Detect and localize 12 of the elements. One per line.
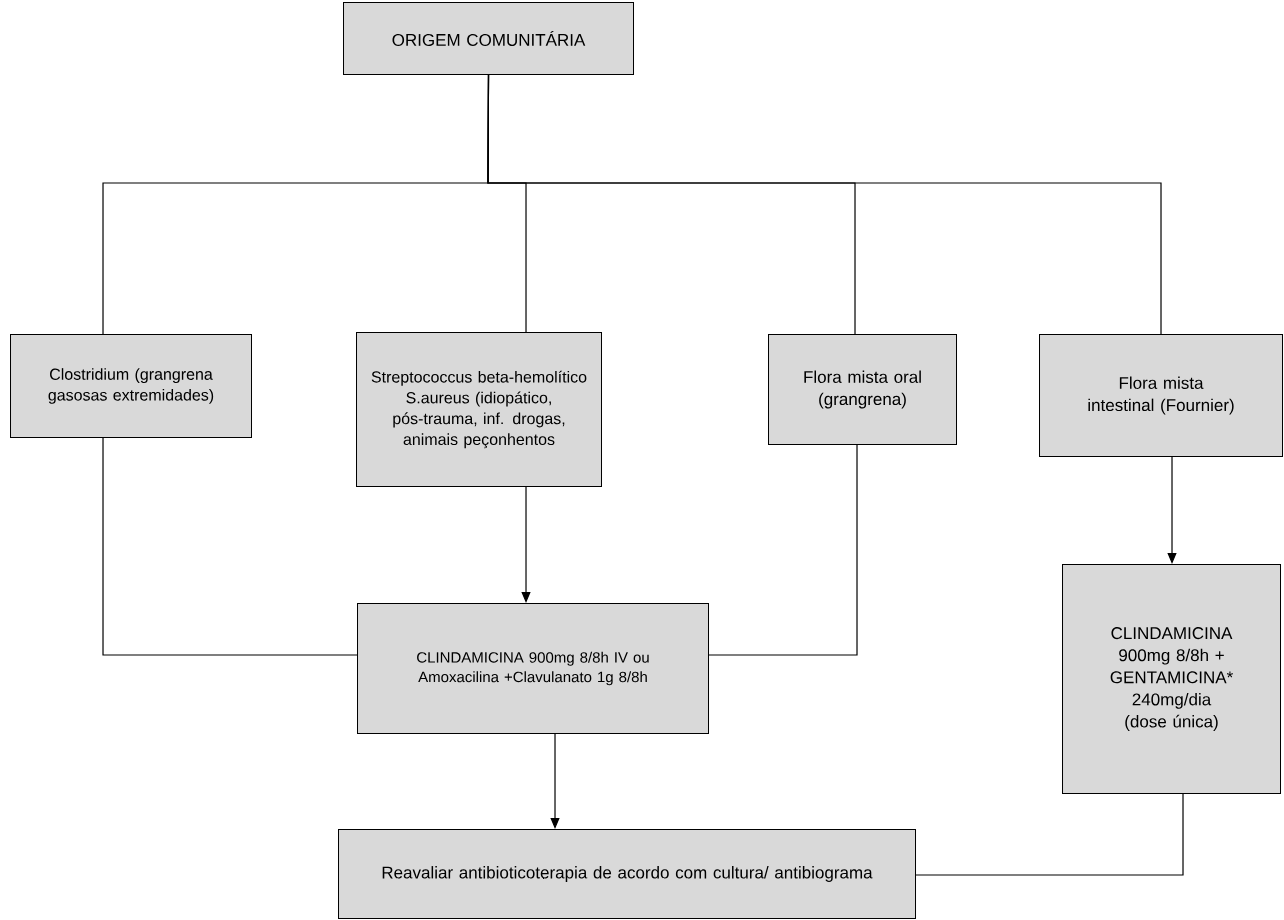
process-box: Streptococcus beta-hemolítico S.aureus (idiopático, pós-trauma, inf. drogas, animais peçonhentos	[356, 332, 602, 487]
process-box: CLINDAMICINA 900mg 8/8h + GENTAMICINA* 240mg/dia (dose única)	[1062, 564, 1281, 794]
process-box: Flora mista intestinal (Fournier)	[1039, 334, 1283, 457]
connector	[915, 793, 1184, 876]
connector	[102, 437, 358, 656]
process-box: CLINDAMICINA 900mg 8/8h IV ou Amoxacilina +Clavulanato 1g 8/8h	[357, 603, 709, 734]
process-box: Flora mista oral (grangrena)	[768, 334, 957, 445]
connector	[487, 74, 1162, 335]
connector	[708, 444, 858, 656]
process-box: Reavaliar antibioticoterapia de acordo com cultura/ antibiograma	[338, 829, 916, 919]
process-box: ORIGEM COMUNITÁRIA	[343, 2, 634, 75]
process-box: Clostridium (grangrena gasosas extremidades)	[10, 334, 252, 438]
